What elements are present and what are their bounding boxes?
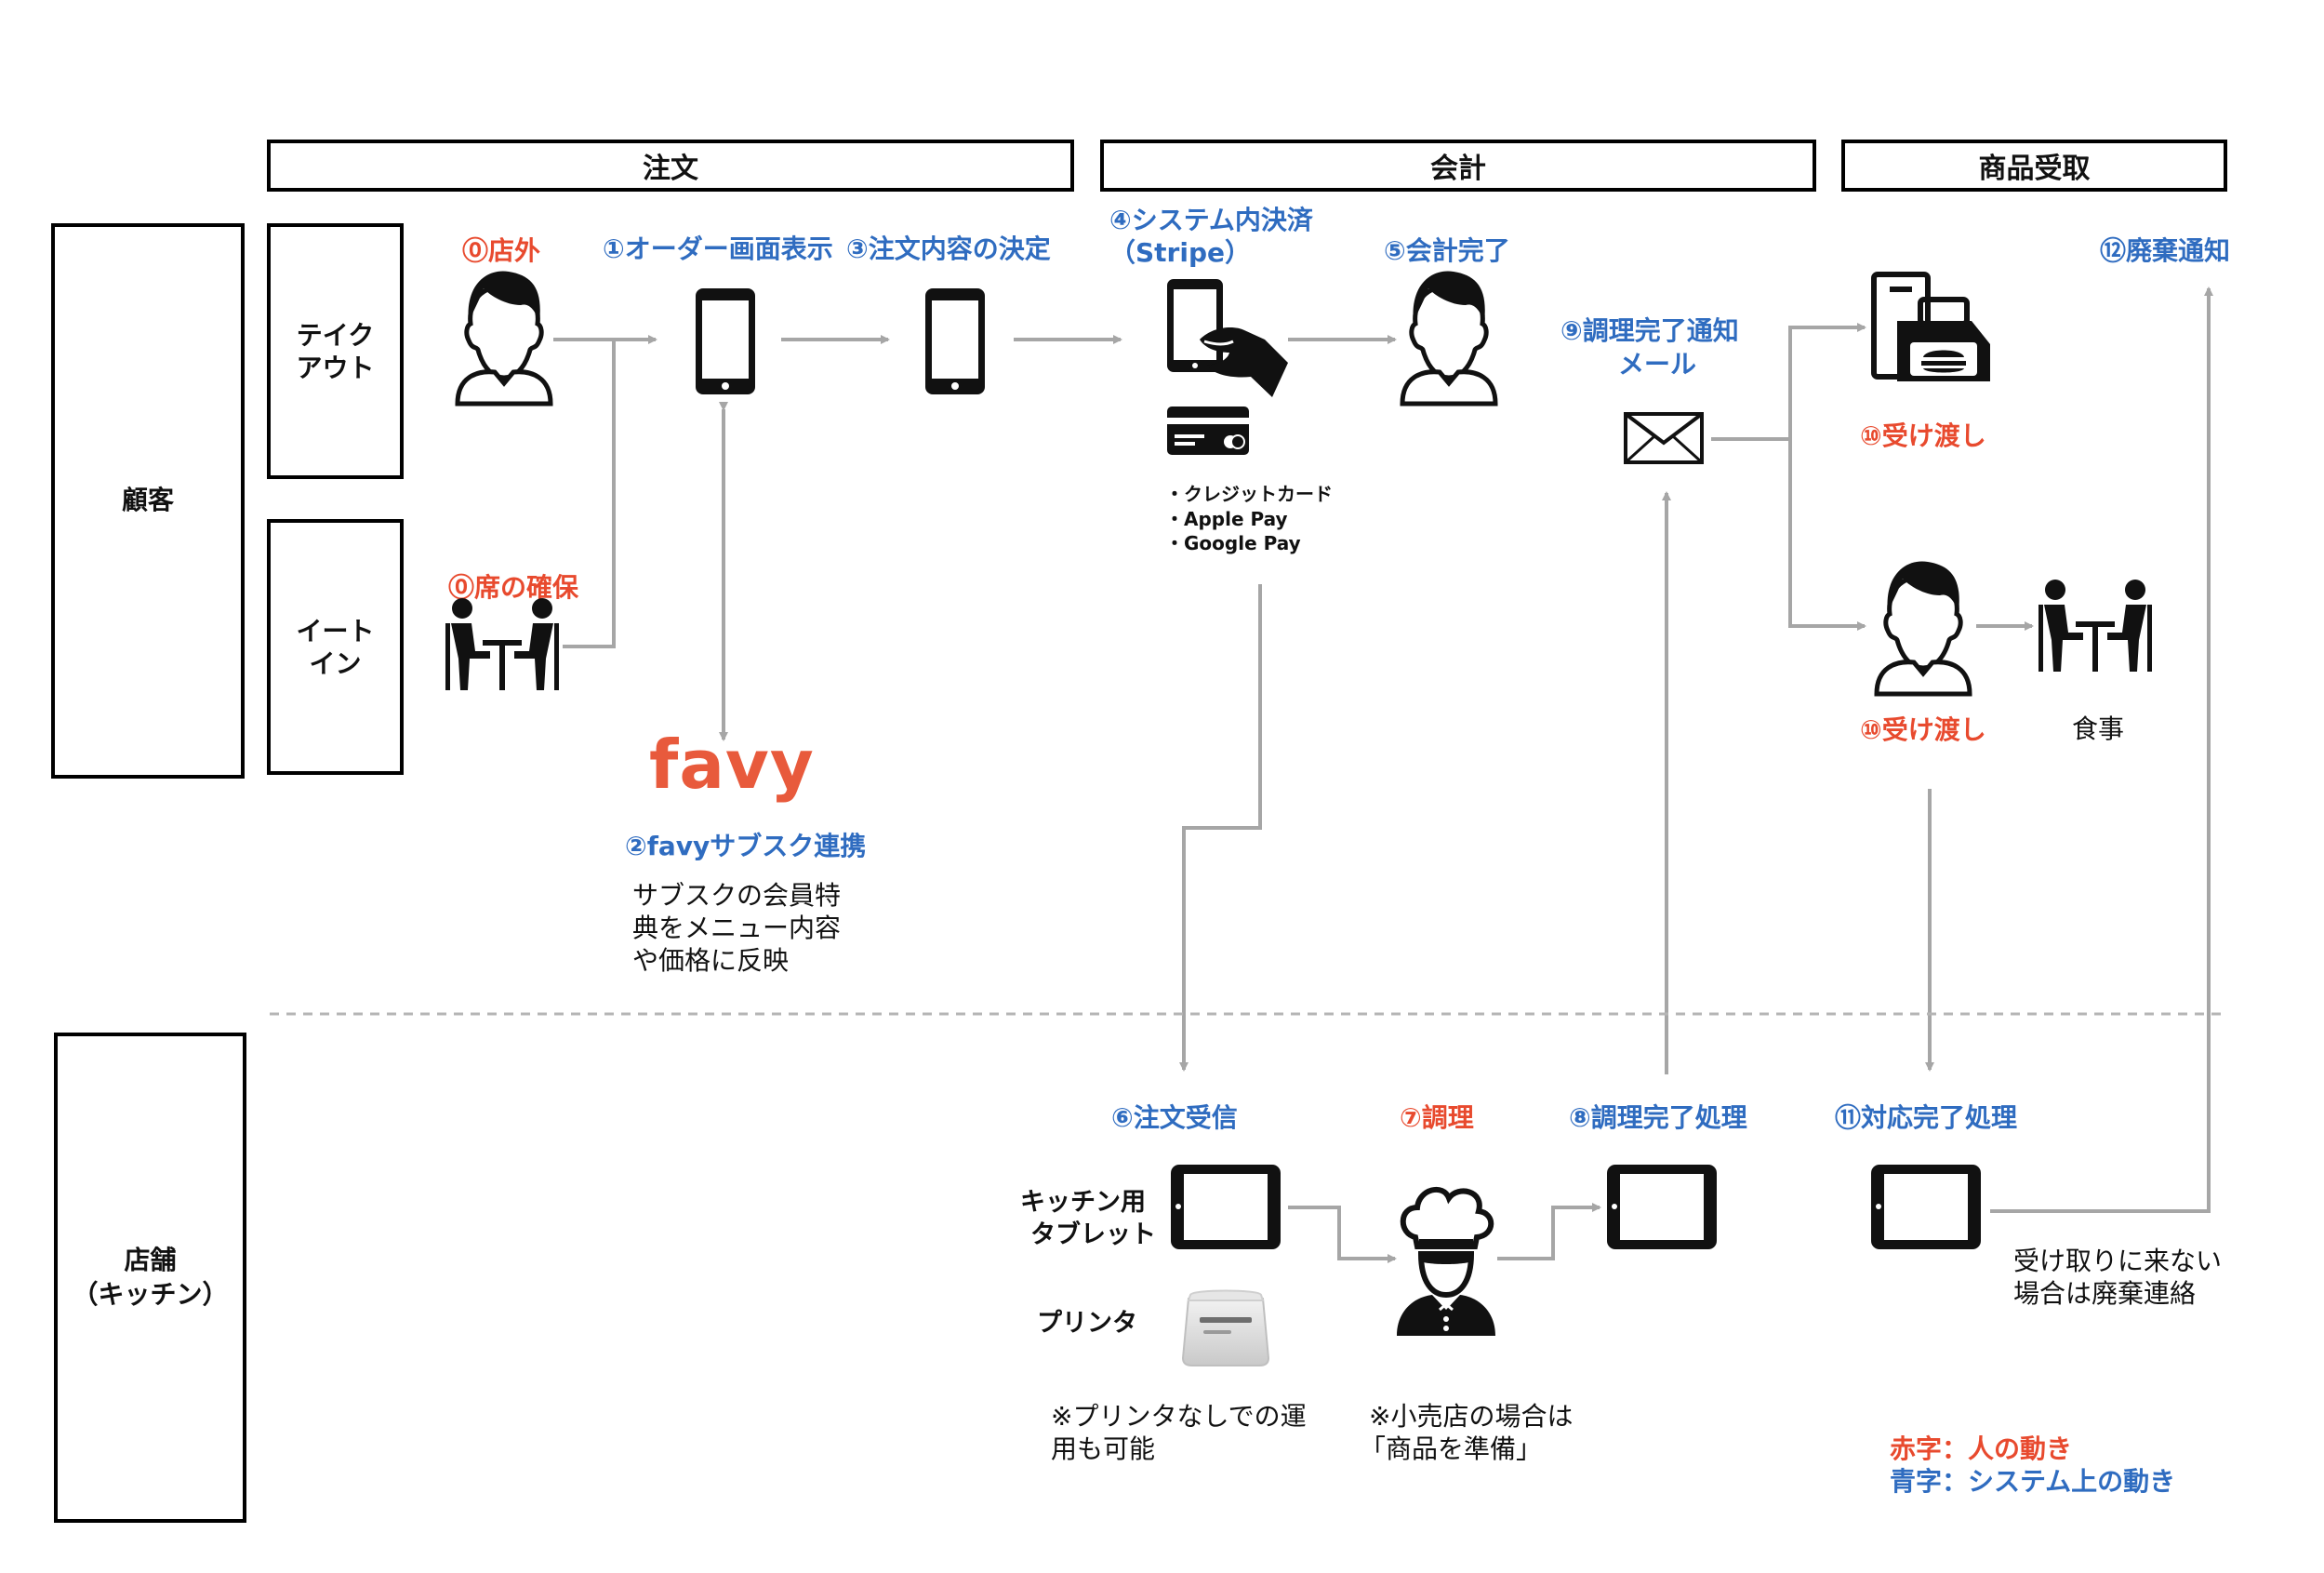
step-6-receive: ⑥注文受信	[1111, 1102, 1238, 1133]
sublane-takeout: テイク アウト	[267, 223, 404, 479]
payment-method-google: ・Google Pay	[1165, 532, 1301, 554]
phase-order-label: 注文	[643, 153, 698, 185]
smartphone-decide-icon	[925, 288, 985, 394]
cook-done-tablet-icon	[1607, 1165, 1717, 1249]
step-9-notify-1: ⑨調理完了通知	[1560, 315, 1739, 346]
phase-pickup: 商品受取	[1841, 140, 2227, 192]
arrow-kitchen-to-dispose	[1990, 287, 2213, 1213]
printer-note-2: 用も可能	[1051, 1433, 1156, 1464]
retail-note-1: ※小売店の場合は	[1369, 1401, 1574, 1432]
phase-payment-label: 会計	[1430, 153, 1486, 185]
lane-store: 店舗 （キッチン）	[54, 1033, 246, 1523]
step-7-cook: ⑦調理	[1400, 1102, 1474, 1133]
sublane-eatin-label-2: イン	[309, 647, 362, 679]
arrow-payment-to-kitchen	[1179, 584, 1262, 1072]
phase-payment: 会計	[1100, 140, 1816, 192]
phase-pickup-label: 商品受取	[1978, 153, 2091, 185]
arrow-tablet-to-chef	[1288, 1206, 1397, 1263]
lane-customer-label: 顧客	[121, 485, 174, 516]
step-3-decide: ③注文内容の決定	[846, 233, 1051, 264]
favy-desc-1: サブスクの会員特	[632, 880, 842, 911]
meal-label: 食事	[2072, 713, 2125, 744]
step-4-payment-2: （Stripe）	[1109, 237, 1251, 268]
step-12-dispose: ⑫廃棄通知	[2100, 235, 2231, 266]
step-5-complete: ⑤会計完了	[1384, 235, 1510, 266]
kitchen-tablet-label-1: キッチン用	[1020, 1188, 1146, 1217]
sublane-takeout-label-1: テイク	[296, 319, 375, 351]
arrow-seat-join	[563, 340, 616, 648]
mail-envelope-icon	[1624, 412, 1704, 464]
customer-person-icon	[455, 271, 553, 407]
favy-logo: favy	[649, 726, 815, 804]
lane-customer: 顧客	[51, 223, 245, 779]
legend-blue: 青字：システム上の動き	[1890, 1466, 2176, 1497]
phone-payment-icon	[1167, 279, 1288, 397]
dispose-note-2: 場合は廃棄連絡	[2013, 1278, 2197, 1309]
lane-store-label-2: （キッチン）	[72, 1278, 229, 1310]
step-0-seat: ⓪席の確保	[448, 572, 579, 603]
step-4-payment-1: ④システム内決済	[1109, 205, 1313, 235]
printer-icon	[1181, 1289, 1270, 1366]
arrow-mail-to-eatin	[1788, 439, 1866, 631]
favy-desc-3: や価格に反映	[632, 945, 790, 976]
arrow-chef-to-done	[1497, 1203, 1601, 1260]
sublane-takeout-label-2: アウト	[296, 352, 375, 383]
legend-red: 赤字：人の動き	[1890, 1433, 2073, 1464]
step-8-cook-done: ⑧調理完了処理	[1569, 1102, 1747, 1133]
kitchen-tablet-label-2: タブレット	[1030, 1220, 1156, 1249]
meal-table-icon	[2038, 580, 2152, 672]
smartphone-order-icon	[696, 288, 755, 394]
payment-method-card: ・クレジットカード	[1165, 483, 1333, 505]
arrow-mail-to-takeout	[1711, 323, 1866, 441]
sublane-eatin: イート イン	[267, 519, 404, 775]
retail-note-2: 「商品を準備」	[1360, 1433, 1543, 1464]
step-11-finish: ⑪対応完了処理	[1835, 1102, 2018, 1133]
credit-card-icon	[1167, 407, 1249, 455]
customer-complete-person-icon	[1400, 271, 1498, 407]
printer-note-1: ※プリンタなしでの運	[1051, 1401, 1307, 1432]
printer-label: プリンタ	[1037, 1309, 1137, 1338]
eatin-handover-person-icon	[1874, 561, 1972, 697]
step-9-notify-2: メール	[1618, 349, 1697, 380]
sublane-eatin-label-1: イート	[296, 615, 375, 647]
chef-icon	[1397, 1186, 1495, 1336]
takeout-bag-icon	[1871, 272, 1990, 381]
phase-order: 注文	[267, 140, 1074, 192]
step-10-handover-eatin: ⑩受け渡し	[1860, 714, 1986, 745]
kitchen-tablet-icon	[1171, 1165, 1281, 1249]
lane-store-label-1: 店舗	[124, 1245, 177, 1276]
step-10-handover-takeout: ⑩受け渡し	[1860, 420, 1986, 451]
eatin-table-icon	[445, 598, 559, 690]
dispose-note-1: 受け取りに来ない	[2013, 1246, 2223, 1276]
step-0-outside: ⓪店外	[462, 235, 541, 266]
step-1-order-screen: ①オーダー画面表示	[603, 233, 833, 264]
finish-tablet-icon	[1871, 1165, 1981, 1249]
step-2-favy: ②favyサブスク連携	[625, 831, 867, 861]
favy-desc-2: 典をメニュー内容	[632, 913, 842, 943]
payment-method-apple: ・Apple Pay	[1165, 508, 1288, 530]
